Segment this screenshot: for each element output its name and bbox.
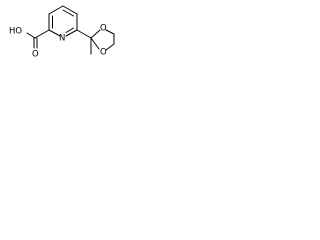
ring-bond-c6-n bbox=[65, 29, 78, 37]
atom-label-dioxolane-o-bottom: O bbox=[100, 48, 107, 58]
pyridine-ring bbox=[48, 5, 78, 37]
atom-label-carbonyl-o: O bbox=[32, 50, 39, 60]
bond-c-oh bbox=[26, 32, 36, 39]
dioxolane-ring bbox=[76, 29, 115, 55]
bond-c2-cooh bbox=[34, 29, 50, 39]
atom-label-pyridine-n: N bbox=[59, 34, 65, 44]
bond-o-bottom-quaternary-c bbox=[90, 37, 100, 50]
bond-o-top-ch2 bbox=[105, 29, 115, 35]
ring-bond-c3-c4 bbox=[48, 5, 64, 15]
ring-double-bond-c6-n bbox=[65, 27, 74, 33]
bond-ch2-o-bottom bbox=[105, 43, 115, 51]
ring-double-bond-c4-c5 bbox=[62, 9, 74, 17]
chemical-structure-drawing: HO O N O O bbox=[9, 5, 115, 60]
atom-label-ho: HO bbox=[9, 27, 22, 37]
carboxylic-acid-group bbox=[26, 29, 50, 49]
ring-bond-c4-c5 bbox=[62, 5, 78, 15]
bond-quaternary-c-o-top bbox=[90, 29, 101, 39]
atom-label-dioxolane-o-top: O bbox=[100, 24, 107, 34]
bond-c6-quaternary-c bbox=[76, 29, 92, 39]
ring-bond-n-c2 bbox=[48, 29, 61, 37]
